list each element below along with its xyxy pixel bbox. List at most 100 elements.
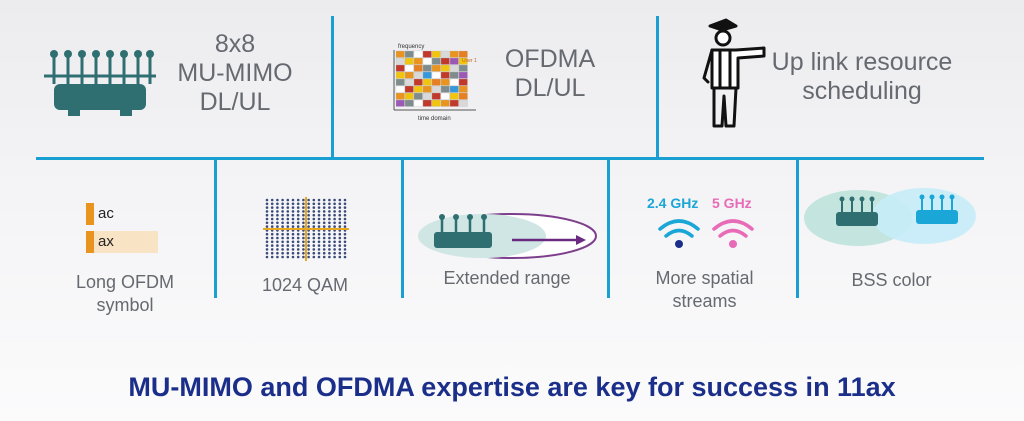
qam-point: [296, 255, 300, 259]
qam-point: [296, 202, 300, 206]
qam-point: [328, 202, 331, 206]
wifi-5ghz-icon: [712, 219, 754, 248]
ofdma-resource-cell: [395, 50, 405, 58]
ofdma-resource-cell: [431, 92, 441, 100]
qam-point: [338, 232, 342, 236]
ofdma-resource-cell: [431, 64, 441, 72]
qam-point: [286, 206, 290, 209]
qam-point: [338, 240, 342, 244]
qam-constellation-icon: [263, 197, 349, 261]
qam-point: [312, 244, 316, 247]
long-ofdm-label: Long OFDM symbol: [75, 272, 175, 316]
qam-point: [317, 217, 321, 221]
spatial-streams-feature: 2.4 GHz 5 GHz More spatial streams: [622, 193, 792, 313]
qam-point: [328, 206, 331, 209]
qam-point: [270, 202, 274, 206]
ofdma-resource-cell: [458, 57, 468, 65]
footer-statement: MU-MIMO and OFDMA expertise are key for …: [128, 372, 896, 402]
ofdma-resource-cell: [440, 99, 450, 107]
ofdma-resource-cell: [404, 92, 414, 100]
ofdma-resource-cell: [458, 50, 468, 58]
qam-point: [291, 213, 295, 217]
ofdma-label: OFDMA DL/UL: [504, 45, 596, 102]
qam-point: [291, 248, 295, 251]
ofdma-resource-cell: [449, 99, 459, 107]
qam-point: [328, 236, 331, 240]
qam-point: [317, 232, 321, 236]
qam-point: [291, 244, 295, 247]
ofdma-resource-cell: [449, 50, 459, 58]
qam-point: [317, 248, 321, 251]
qam-point: [343, 221, 347, 225]
qam-point: [302, 198, 305, 202]
qam-point: [291, 255, 295, 259]
qam-point: [343, 217, 347, 221]
qam-point: [286, 202, 290, 206]
traffic-officer-icon: [702, 18, 766, 128]
qam-point: [333, 210, 336, 213]
qam-point: [307, 251, 310, 255]
qam-point: [322, 255, 326, 259]
ofdma-resource-cell: [413, 85, 423, 93]
qam-point: [281, 210, 284, 213]
qam-point: [276, 206, 279, 209]
divider-bottom-1: [214, 158, 217, 298]
qam-point: [291, 221, 295, 225]
ofdma-resource-cell: [431, 71, 441, 79]
qam-point: [317, 236, 321, 240]
qam-point: [328, 232, 331, 236]
qam-point: [281, 255, 284, 259]
qam-point: [333, 221, 336, 225]
ofdma-resource-cell: [395, 78, 405, 86]
qam-point: [281, 198, 284, 202]
qam-point: [328, 198, 331, 202]
divider-bottom-2: [401, 158, 404, 298]
qam-point: [276, 248, 279, 251]
ofdma-resource-cell: [404, 99, 414, 107]
bss-color-icon: [804, 188, 976, 246]
uplink-scheduling-label: Up link resource scheduling: [771, 48, 953, 105]
qam-point: [317, 225, 321, 228]
ofdma-resource-cell: [413, 99, 423, 107]
qam-point: [338, 248, 342, 251]
ofdma-resource-cell: [404, 85, 414, 93]
qam-point: [291, 210, 295, 213]
qam-point: [312, 221, 316, 225]
extended-range-icon: [418, 213, 597, 259]
qam-point: [302, 255, 305, 259]
qam-point: [286, 213, 290, 217]
qam-point: [322, 202, 326, 206]
qam-feature: 1024 QAM: [225, 195, 395, 305]
qam-point: [307, 240, 310, 244]
qam-point: [338, 210, 342, 213]
ofdma-resource-cell: [422, 85, 432, 93]
qam-point: [343, 202, 347, 206]
qam-point: [343, 236, 347, 240]
qam-point: [281, 206, 284, 209]
ofdma-resource-cell: [395, 99, 405, 107]
qam-point: [291, 206, 295, 209]
qam-point: [270, 251, 274, 255]
qam-point: [328, 225, 331, 228]
ofdma-resource-cell: [422, 50, 432, 58]
qam-point: [333, 232, 336, 236]
qam-point: [276, 202, 279, 206]
band-5ghz-label: 5 GHz: [712, 195, 752, 211]
qam-point: [276, 198, 279, 202]
qam-point: [270, 210, 274, 213]
qam-point: [343, 240, 347, 244]
ax-tag: ax: [94, 231, 158, 253]
ofdma-resource-cell: [458, 92, 468, 100]
qam-point: [296, 221, 300, 225]
band-2-4ghz-label: 2.4 GHz: [647, 195, 699, 211]
ax-tag-bar: [86, 231, 94, 253]
qam-point: [343, 210, 347, 213]
qam-point: [312, 225, 316, 228]
qam-point: [276, 221, 279, 225]
qam-point: [338, 236, 342, 240]
qam-point: [333, 240, 336, 244]
qam-point: [343, 244, 347, 247]
qam-point: [276, 236, 279, 240]
ofdma-resource-cell: [404, 50, 414, 58]
qam-point: [328, 217, 331, 221]
